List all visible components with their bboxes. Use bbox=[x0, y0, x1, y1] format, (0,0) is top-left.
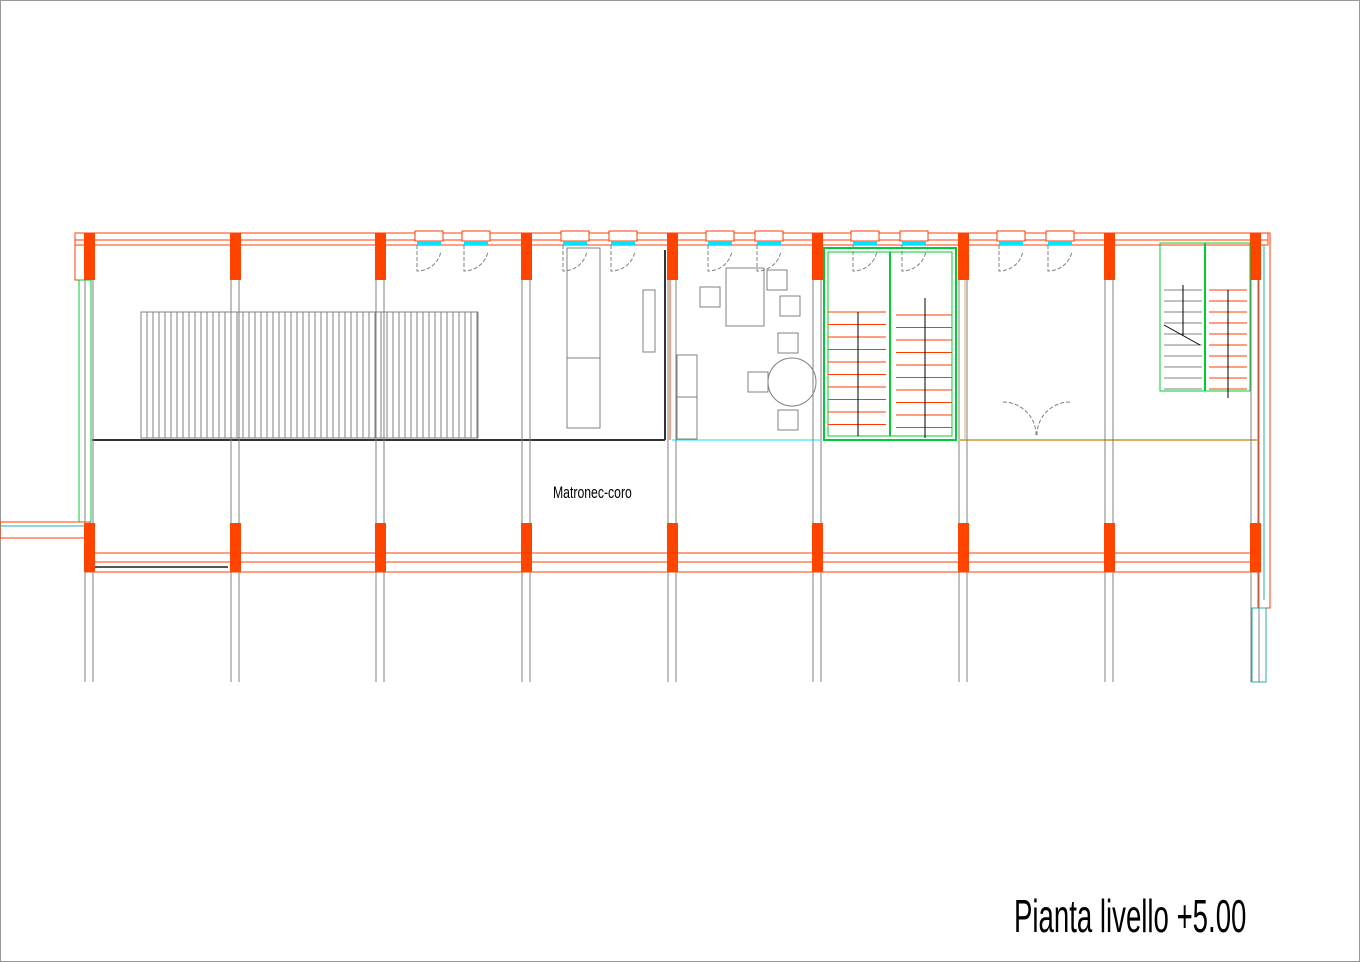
window-glass bbox=[417, 241, 441, 245]
windows bbox=[414, 230, 1075, 245]
window-frame bbox=[996, 230, 1026, 242]
furniture bbox=[416, 245, 1073, 440]
window-glass bbox=[757, 241, 781, 245]
chair bbox=[779, 295, 801, 317]
cabinet bbox=[676, 396, 698, 440]
window-glass bbox=[853, 241, 877, 245]
stair-break bbox=[1163, 324, 1201, 346]
seating-rows bbox=[140, 311, 479, 439]
column-bottom bbox=[375, 523, 386, 572]
door-swing bbox=[610, 245, 636, 272]
column-top bbox=[375, 233, 386, 280]
window-frame bbox=[899, 230, 929, 242]
window-frame bbox=[754, 230, 784, 242]
window-frame bbox=[1045, 230, 1075, 242]
window-frame bbox=[705, 230, 735, 242]
window-frame bbox=[608, 230, 638, 242]
window-frame bbox=[850, 230, 880, 242]
column-grid-lines bbox=[84, 245, 1260, 682]
column-top bbox=[1104, 233, 1115, 280]
door-swing bbox=[756, 245, 782, 272]
window-glass bbox=[708, 241, 732, 245]
window-frame bbox=[560, 230, 590, 242]
round-table bbox=[767, 357, 817, 407]
column-top bbox=[1250, 233, 1261, 280]
column-bottom bbox=[1104, 523, 1115, 572]
chair bbox=[699, 286, 721, 308]
room-label: Matronec-coro bbox=[553, 484, 632, 502]
column-bottom bbox=[958, 523, 969, 572]
window-glass bbox=[464, 241, 488, 245]
left-stub-wall bbox=[0, 521, 91, 539]
door-swing bbox=[998, 245, 1024, 272]
column-bottom bbox=[812, 523, 823, 572]
chair bbox=[747, 371, 769, 393]
door-swing bbox=[562, 245, 588, 272]
column-bottom bbox=[84, 523, 95, 572]
chair bbox=[777, 332, 799, 354]
column-top bbox=[667, 233, 678, 280]
columns bbox=[84, 233, 1261, 572]
column-bottom bbox=[667, 523, 678, 572]
double-door-swing bbox=[1002, 401, 1071, 438]
cabinet bbox=[676, 354, 698, 398]
seating-block bbox=[140, 311, 479, 439]
counter bbox=[566, 247, 601, 359]
window-glass bbox=[563, 241, 587, 245]
stairs bbox=[823, 242, 1251, 441]
chair bbox=[777, 409, 799, 431]
door-swing bbox=[1047, 245, 1073, 272]
desk bbox=[725, 267, 765, 327]
walls bbox=[0, 232, 1271, 683]
stair-frame bbox=[823, 247, 957, 441]
column-top bbox=[230, 233, 241, 280]
window-frame bbox=[461, 230, 491, 242]
column-top bbox=[812, 233, 823, 280]
column-bottom bbox=[230, 523, 241, 572]
door-swing bbox=[707, 245, 733, 272]
window-glass bbox=[1048, 241, 1072, 245]
shelf bbox=[642, 289, 656, 353]
window-frame bbox=[414, 230, 444, 242]
door-swing bbox=[416, 245, 442, 272]
door-swing bbox=[852, 245, 878, 272]
window-glass bbox=[999, 241, 1023, 245]
column-bottom bbox=[1250, 523, 1261, 572]
drawing-title: Pianta livello +5.00 bbox=[1014, 892, 1246, 943]
window-glass bbox=[611, 241, 635, 245]
column-top bbox=[84, 233, 95, 280]
door-swing bbox=[463, 245, 489, 272]
column-top bbox=[521, 233, 532, 280]
column-top bbox=[958, 233, 969, 280]
door-swing bbox=[901, 245, 927, 272]
window-glass bbox=[902, 241, 926, 245]
chair bbox=[766, 269, 788, 291]
column-bottom bbox=[521, 523, 532, 572]
counter-base bbox=[566, 357, 601, 429]
